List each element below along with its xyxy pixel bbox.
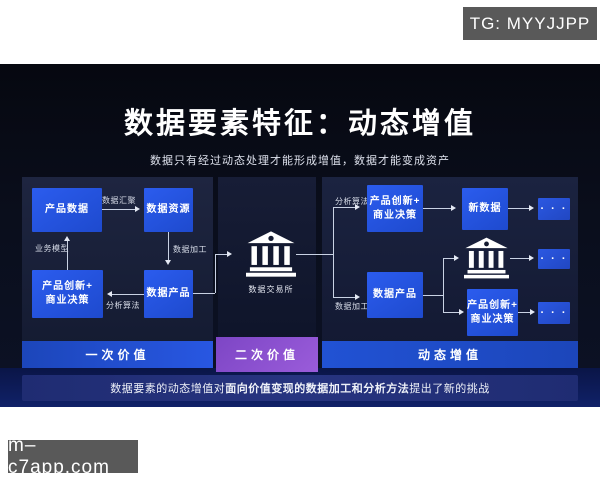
watermark-badge-bottom: m–c7app.com	[8, 435, 138, 478]
panel-second-value	[218, 177, 316, 368]
box-ellipsis-bottom: · · ·	[538, 302, 570, 324]
box-ellipsis-middle: · · ·	[538, 249, 570, 269]
label-data-processing-right: 数据加工	[335, 302, 369, 311]
box-innovation-decision-top-right: 产品创新+ 商业决策	[367, 185, 423, 232]
box-data-product-left: 数据产品	[144, 270, 193, 318]
footer-banner-suffix: 提出了新的挑战	[409, 383, 490, 395]
value-bar-second: 二次价值	[216, 337, 318, 372]
footer-banner-prefix: 数据要素的动态增值对	[110, 383, 226, 395]
label-analysis-algorithm-right: 分析算法	[335, 197, 369, 206]
slide-subtitle: 数据只有经过动态处理才能形成增值，数据才能变成资产	[150, 155, 450, 167]
label-data-processing-left: 数据加工	[173, 245, 207, 254]
value-bar-dynamic: 动态增值	[322, 341, 578, 368]
box-data-product-right: 数据产品	[367, 272, 423, 318]
box-product-data: 产品数据	[32, 188, 102, 232]
box-ellipsis-top: · · ·	[538, 198, 570, 220]
bank-caption-data-exchange: 数据交易所	[248, 285, 294, 294]
box-new-data: 新数据	[462, 188, 508, 230]
box-data-resource: 数据资源	[144, 188, 193, 232]
label-analysis-algorithm-left: 分析算法	[106, 301, 140, 310]
label-business-model: 业务模型	[35, 244, 69, 253]
watermark-badge-top: TG: MYYJJPP	[463, 7, 597, 40]
value-bar-first: 一次价值	[22, 341, 213, 368]
box-innovation-decision-left: 产品创新+ 商业决策	[32, 270, 103, 318]
bank-icon-data-exchange	[246, 231, 296, 277]
box-innovation-decision-bottom-right: 产品创新+ 商业决策	[467, 289, 518, 336]
slide-title: 数据要素特征：动态增值	[123, 108, 476, 140]
footer-banner: 数据要素的动态增值对面向价值变现的数据加工和分析方法提出了新的挑战	[22, 375, 578, 401]
bank-icon-right	[464, 237, 509, 279]
footer-banner-bold: 面向价值变现的数据加工和分析方法	[225, 383, 410, 395]
label-data-aggregation: 数据汇聚	[102, 196, 136, 205]
